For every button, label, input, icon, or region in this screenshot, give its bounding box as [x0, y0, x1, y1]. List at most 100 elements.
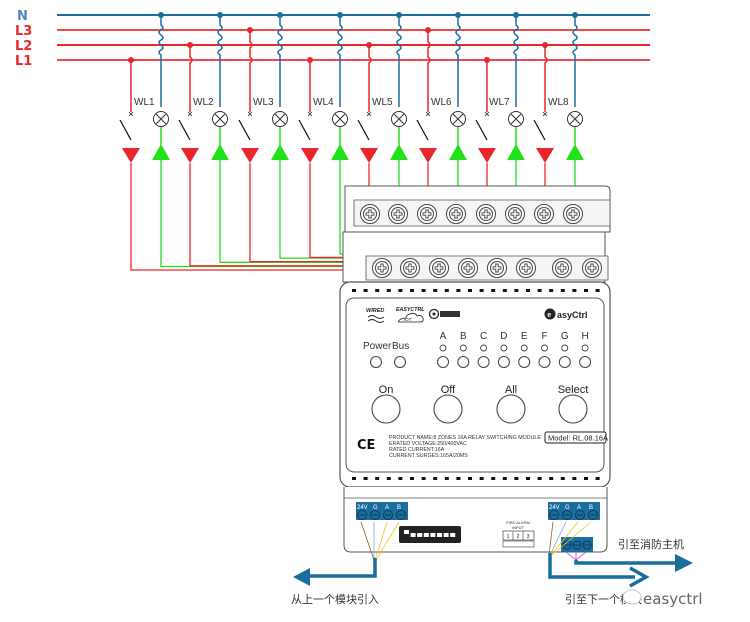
channel-8: WL8	[533, 12, 584, 163]
cable-to-fire-host	[574, 560, 680, 565]
dip-key[interactable]	[437, 533, 442, 537]
upper-terminal-screw[interactable]	[534, 204, 554, 224]
vent-slot	[572, 477, 577, 480]
terminal-out-b: B	[589, 505, 593, 511]
neutral-drop	[217, 15, 223, 107]
lower-terminal-screw[interactable]	[552, 258, 572, 278]
upper-terminal-screw[interactable]	[360, 204, 380, 224]
channel-button[interactable]	[558, 356, 571, 368]
dip-switch[interactable]	[399, 526, 461, 543]
upper-terminal-screw[interactable]	[388, 204, 408, 224]
lower-terminal-screw[interactable]	[487, 258, 507, 278]
vent-slot	[572, 289, 577, 292]
neutral-drop	[396, 15, 402, 107]
wireless-logo	[428, 308, 460, 320]
bus-labels: N L3 L2 L1	[15, 9, 32, 69]
lamp-feed-wire	[160, 160, 382, 268]
channel-2: WL2	[178, 12, 229, 163]
live-junction	[247, 27, 253, 33]
neutral-junction	[277, 12, 283, 18]
wire-24v-out	[548, 521, 554, 556]
iot-logo: EASYCTRL IOT	[396, 307, 425, 323]
on-button[interactable]	[371, 394, 401, 424]
arrow-left-icon	[293, 568, 310, 586]
wired-logo: WIRED	[366, 308, 384, 323]
vent-slot	[502, 289, 507, 292]
vent-slot	[514, 477, 519, 480]
off-button-label: Off	[441, 384, 456, 396]
off-button[interactable]	[433, 394, 463, 424]
wire-b-out	[551, 521, 592, 556]
lower-terminal-screw[interactable]	[372, 258, 392, 278]
lamp-icon	[567, 111, 583, 127]
select-button[interactable]	[558, 394, 588, 424]
terminal-in-a: A	[385, 505, 389, 511]
channel-button[interactable]	[457, 356, 470, 368]
vent-slot	[584, 289, 588, 292]
spec-line-4: CURRENT SURGES:165A/20MS	[389, 453, 468, 459]
vent-slot	[526, 477, 530, 480]
vent-slot	[491, 477, 496, 480]
live-junction	[542, 42, 548, 48]
lamp-label: WL5	[372, 97, 393, 108]
dip-key[interactable]	[430, 533, 436, 537]
neutral-junction	[217, 12, 223, 18]
channel-button[interactable]	[579, 356, 592, 368]
relay-module: WIRED EASYCTRL IOT e asyCtrl Power Bus A…	[339, 185, 611, 553]
lower-terminal-screw[interactable]	[400, 258, 420, 278]
spec-line-2: ERATED VOLTAGE:250/400VAC	[389, 441, 467, 447]
channel-label: G	[561, 331, 569, 342]
channel-button[interactable]	[437, 356, 449, 368]
dip-key[interactable]	[450, 533, 456, 537]
all-button[interactable]	[496, 394, 526, 424]
terminal-x-icon	[425, 111, 431, 117]
vent-slot	[363, 289, 368, 292]
brand-initial: e	[547, 312, 551, 319]
arrow-down-icon	[360, 148, 378, 163]
upper-terminal-screw[interactable]	[476, 204, 496, 224]
vent-slot	[468, 477, 472, 480]
upper-terminal-screw[interactable]	[417, 204, 437, 224]
switch-icon	[475, 119, 488, 141]
lower-terminal-screw[interactable]	[429, 258, 449, 278]
neutral-junction	[396, 12, 402, 18]
dip-key[interactable]	[423, 533, 429, 537]
bus-label: Bus	[392, 341, 409, 352]
dip-key[interactable]	[417, 533, 423, 537]
lower-terminal-screw[interactable]	[582, 258, 602, 278]
neutral-drop	[572, 15, 578, 107]
vent-slot	[398, 477, 403, 480]
bus-label-l2: L2	[15, 39, 32, 54]
lamp-icon	[332, 111, 348, 127]
vent-slot	[537, 289, 542, 292]
terminal-x-icon	[307, 111, 313, 117]
upper-terminal-screw[interactable]	[563, 204, 583, 224]
neutral-drop	[277, 15, 283, 107]
dip-key[interactable]	[410, 533, 416, 537]
dip-switch-body	[399, 526, 461, 543]
live-junction	[187, 42, 193, 48]
terminal-x-icon	[128, 111, 134, 117]
iot-logo-text: EASYCTRL	[396, 307, 425, 313]
lamp-label: WL8	[548, 97, 569, 108]
fire-alarm-connector	[502, 530, 535, 541]
upper-terminal-screw[interactable]	[505, 204, 525, 224]
lower-terminal-screw[interactable]	[516, 258, 536, 278]
upper-terminal-screw[interactable]	[446, 204, 466, 224]
channel-label: C	[480, 331, 487, 342]
channel-1: WL1	[119, 12, 170, 163]
channel-button[interactable]	[538, 356, 551, 368]
dip-key[interactable]	[443, 533, 449, 537]
arrow-down-icon	[122, 148, 140, 163]
fire-host-wires	[565, 551, 587, 561]
to-fire-host-label: 引至消防主机	[618, 537, 684, 551]
channel-button[interactable]	[477, 356, 490, 368]
channel-button[interactable]	[518, 356, 531, 368]
power-led	[370, 356, 382, 368]
lower-terminal-screw[interactable]	[458, 258, 478, 278]
dip-key[interactable]	[404, 530, 409, 534]
channel-button[interactable]	[497, 356, 510, 368]
power-label: Power	[363, 341, 392, 352]
channel-led	[439, 344, 447, 352]
